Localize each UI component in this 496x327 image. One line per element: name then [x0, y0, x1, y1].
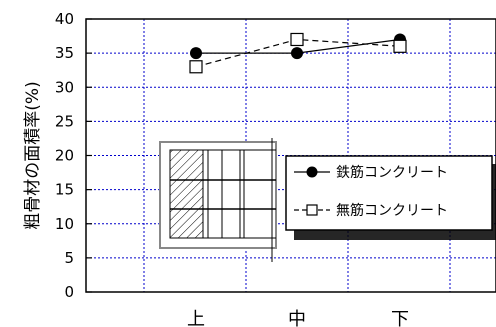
y-tick-label: 30	[55, 78, 74, 96]
legend-marker-filled-circle-icon	[306, 166, 318, 178]
y-tick-label: 20	[55, 147, 74, 165]
legend-item-series-2: 無筋コンクリート	[294, 202, 448, 219]
data-point	[290, 32, 304, 47]
y-tick-label: 25	[55, 112, 74, 130]
legend: 鉄筋コンクリート 無筋コンクリート	[285, 155, 496, 240]
data-point	[189, 60, 203, 74]
y-tick-label: 15	[55, 181, 74, 199]
y-tick-label: 40	[55, 10, 74, 28]
legend-item-series-1: 鉄筋コンクリート	[294, 164, 448, 181]
plot-frame	[85, 18, 496, 293]
legend-label: 鉄筋コンクリート	[336, 164, 448, 181]
y-axis-label: 粗骨材の面積率(%)	[23, 81, 43, 229]
legend-label: 無筋コンクリート	[336, 202, 448, 219]
data-point	[291, 47, 303, 60]
y-tick-label: 5	[64, 249, 74, 267]
x-tick-label: 上	[187, 309, 205, 327]
y-tick-label: 35	[55, 44, 74, 62]
x-axis-tick-labels: 上中下	[187, 309, 409, 327]
data-point	[393, 39, 407, 53]
legend-marker-open-square-icon	[306, 204, 318, 216]
y-axis-ticks: 0 5 10 15 20 25 30 35 40	[55, 10, 92, 301]
x-tick-label: 中	[288, 309, 306, 327]
data-point	[190, 47, 202, 60]
x-tick-label: 下	[391, 309, 409, 327]
wall-cross-section-diagram-icon	[159, 138, 277, 262]
y-tick-label: 10	[55, 215, 74, 233]
series-2	[189, 32, 407, 74]
series-layer	[189, 32, 407, 74]
y-tick-label: 0	[64, 283, 74, 301]
